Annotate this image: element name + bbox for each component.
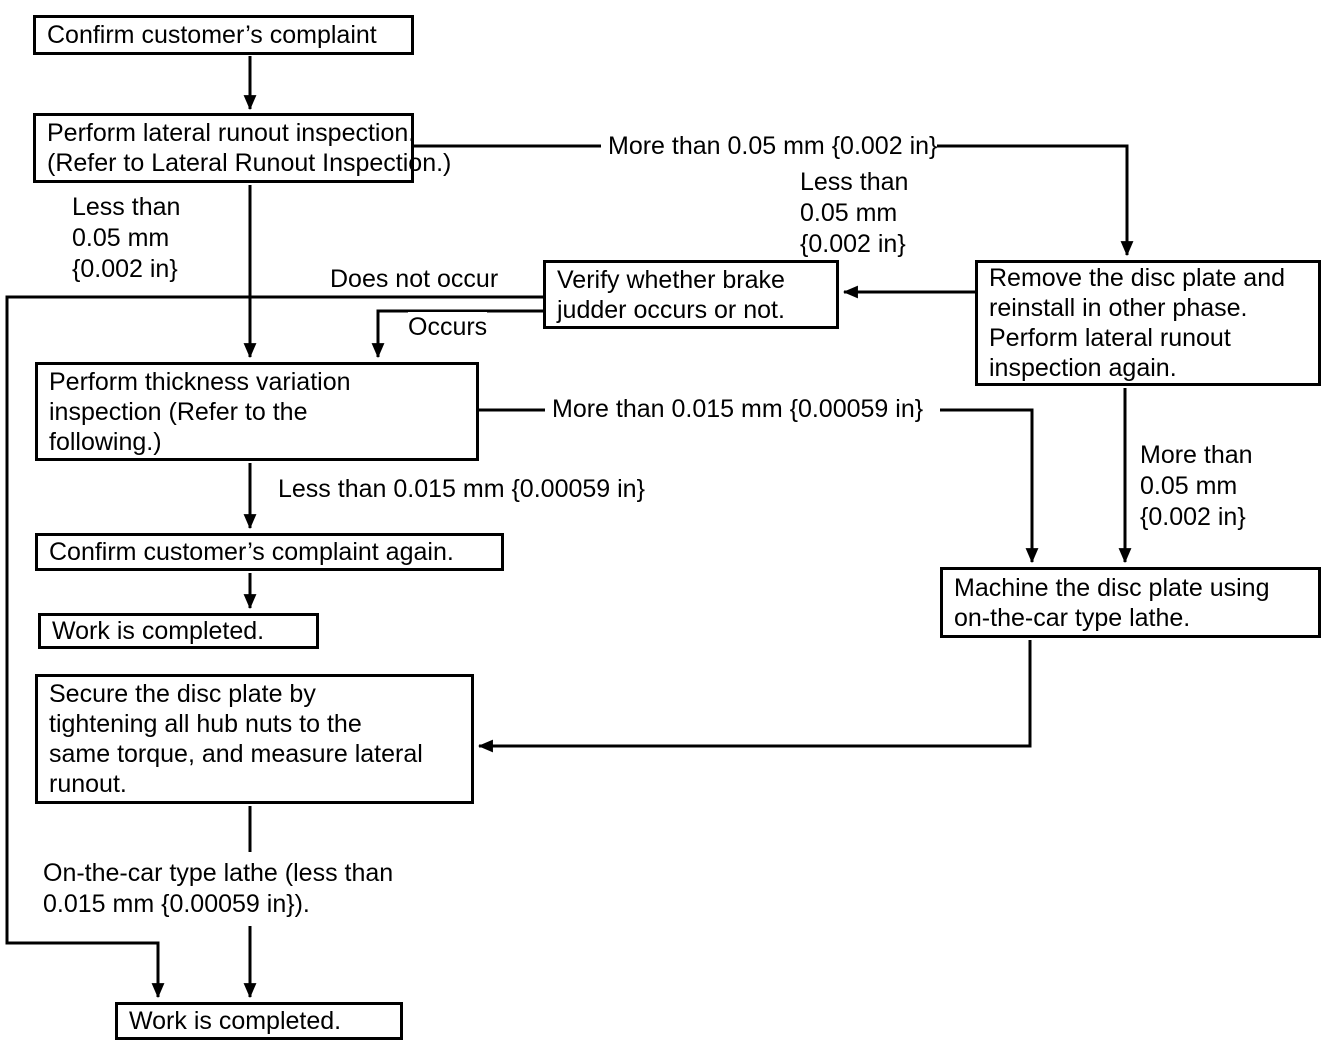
node-work-completed-1: Work is completed. bbox=[38, 613, 319, 649]
edge-machine-to-secure bbox=[477, 640, 1032, 753]
edge-label-occurs: Occurs bbox=[408, 312, 488, 343]
node-lateral-runout-inspection: Perform lateral runout inspection. (Refe… bbox=[33, 113, 451, 183]
edge-verify-occurs-to-thickness bbox=[371, 309, 543, 359]
node-verify-brake-judder: Verify whether brake judder occurs or no… bbox=[543, 260, 839, 329]
node-thickness-variation-inspection: Perform thickness variation inspection (… bbox=[35, 362, 479, 461]
edge-morethan-label-to-remove bbox=[926, 144, 1134, 257]
edge-label-more-than-005-top: More than 0.05 mm {0.002 in} bbox=[608, 131, 938, 162]
edge-verify-doesnotoccur-to-work2 bbox=[5, 295, 543, 999]
node-confirm-complaint-again: Confirm customer’s complaint again. bbox=[35, 533, 504, 571]
edge-label-more-than-005-right: More than 0.05 mm {0.002 in} bbox=[1140, 440, 1253, 533]
node-confirm-complaint: Confirm customer’s complaint bbox=[33, 15, 414, 55]
node-secure-disc-plate: Secure the disc plate by tightening all … bbox=[35, 674, 474, 804]
edge-label-less-than-0015: Less than 0.015 mm {0.00059 in} bbox=[278, 474, 645, 505]
edge-label-more-than-0015: More than 0.015 mm {0.00059 in} bbox=[552, 394, 924, 425]
edge-label-less-than-005-left: Less than 0.05 mm {0.002 in} bbox=[72, 192, 181, 285]
node-machine-disc-plate: Machine the disc plate using on-the-car … bbox=[940, 567, 1321, 638]
edge-label-on-the-car-lathe: On-the-car type lathe (less than 0.015 m… bbox=[43, 858, 394, 920]
node-remove-disc-plate: Remove the disc plate and reinstall in o… bbox=[975, 260, 1321, 386]
edge-morethan0015-label-to-machine bbox=[940, 408, 1039, 564]
edge-label-less-than-005-mid: Less than 0.05 mm {0.002 in} bbox=[800, 167, 909, 260]
edge-label-does-not-occur: Does not occur bbox=[330, 264, 499, 295]
node-work-completed-2: Work is completed. bbox=[115, 1002, 403, 1040]
